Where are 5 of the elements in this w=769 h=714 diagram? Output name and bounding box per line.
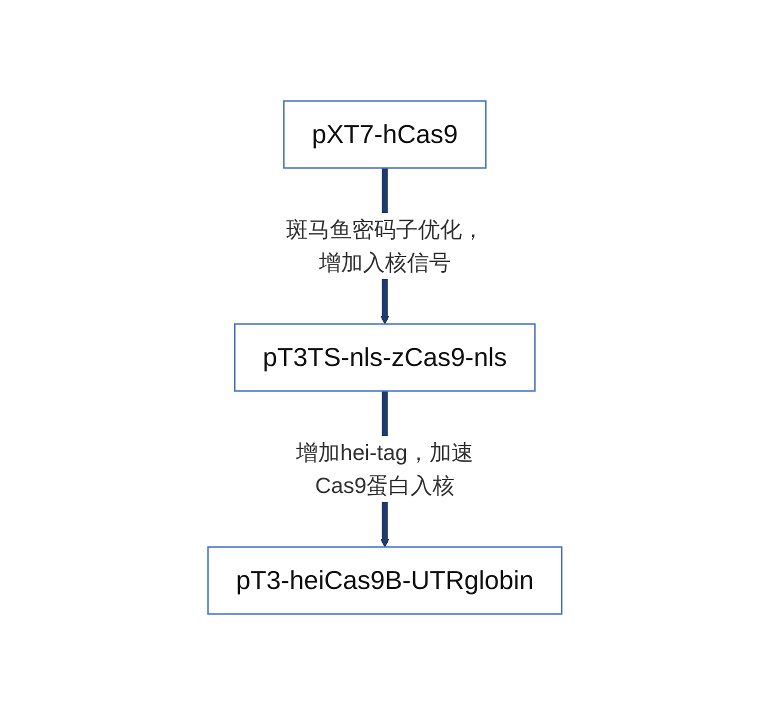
edge-label: 增加hei-tag，加速Cas9蛋白入核 — [296, 440, 474, 498]
node-box: pXT7-hCas9 — [282, 100, 486, 168]
node-box: pT3-heiCas9B-UTRglobin — [206, 546, 562, 614]
edge-label: 斑马鱼密码子优化，增加入核信号 — [286, 216, 484, 274]
node-box: pT3TS-nls-zCas9-nls — [234, 322, 536, 392]
